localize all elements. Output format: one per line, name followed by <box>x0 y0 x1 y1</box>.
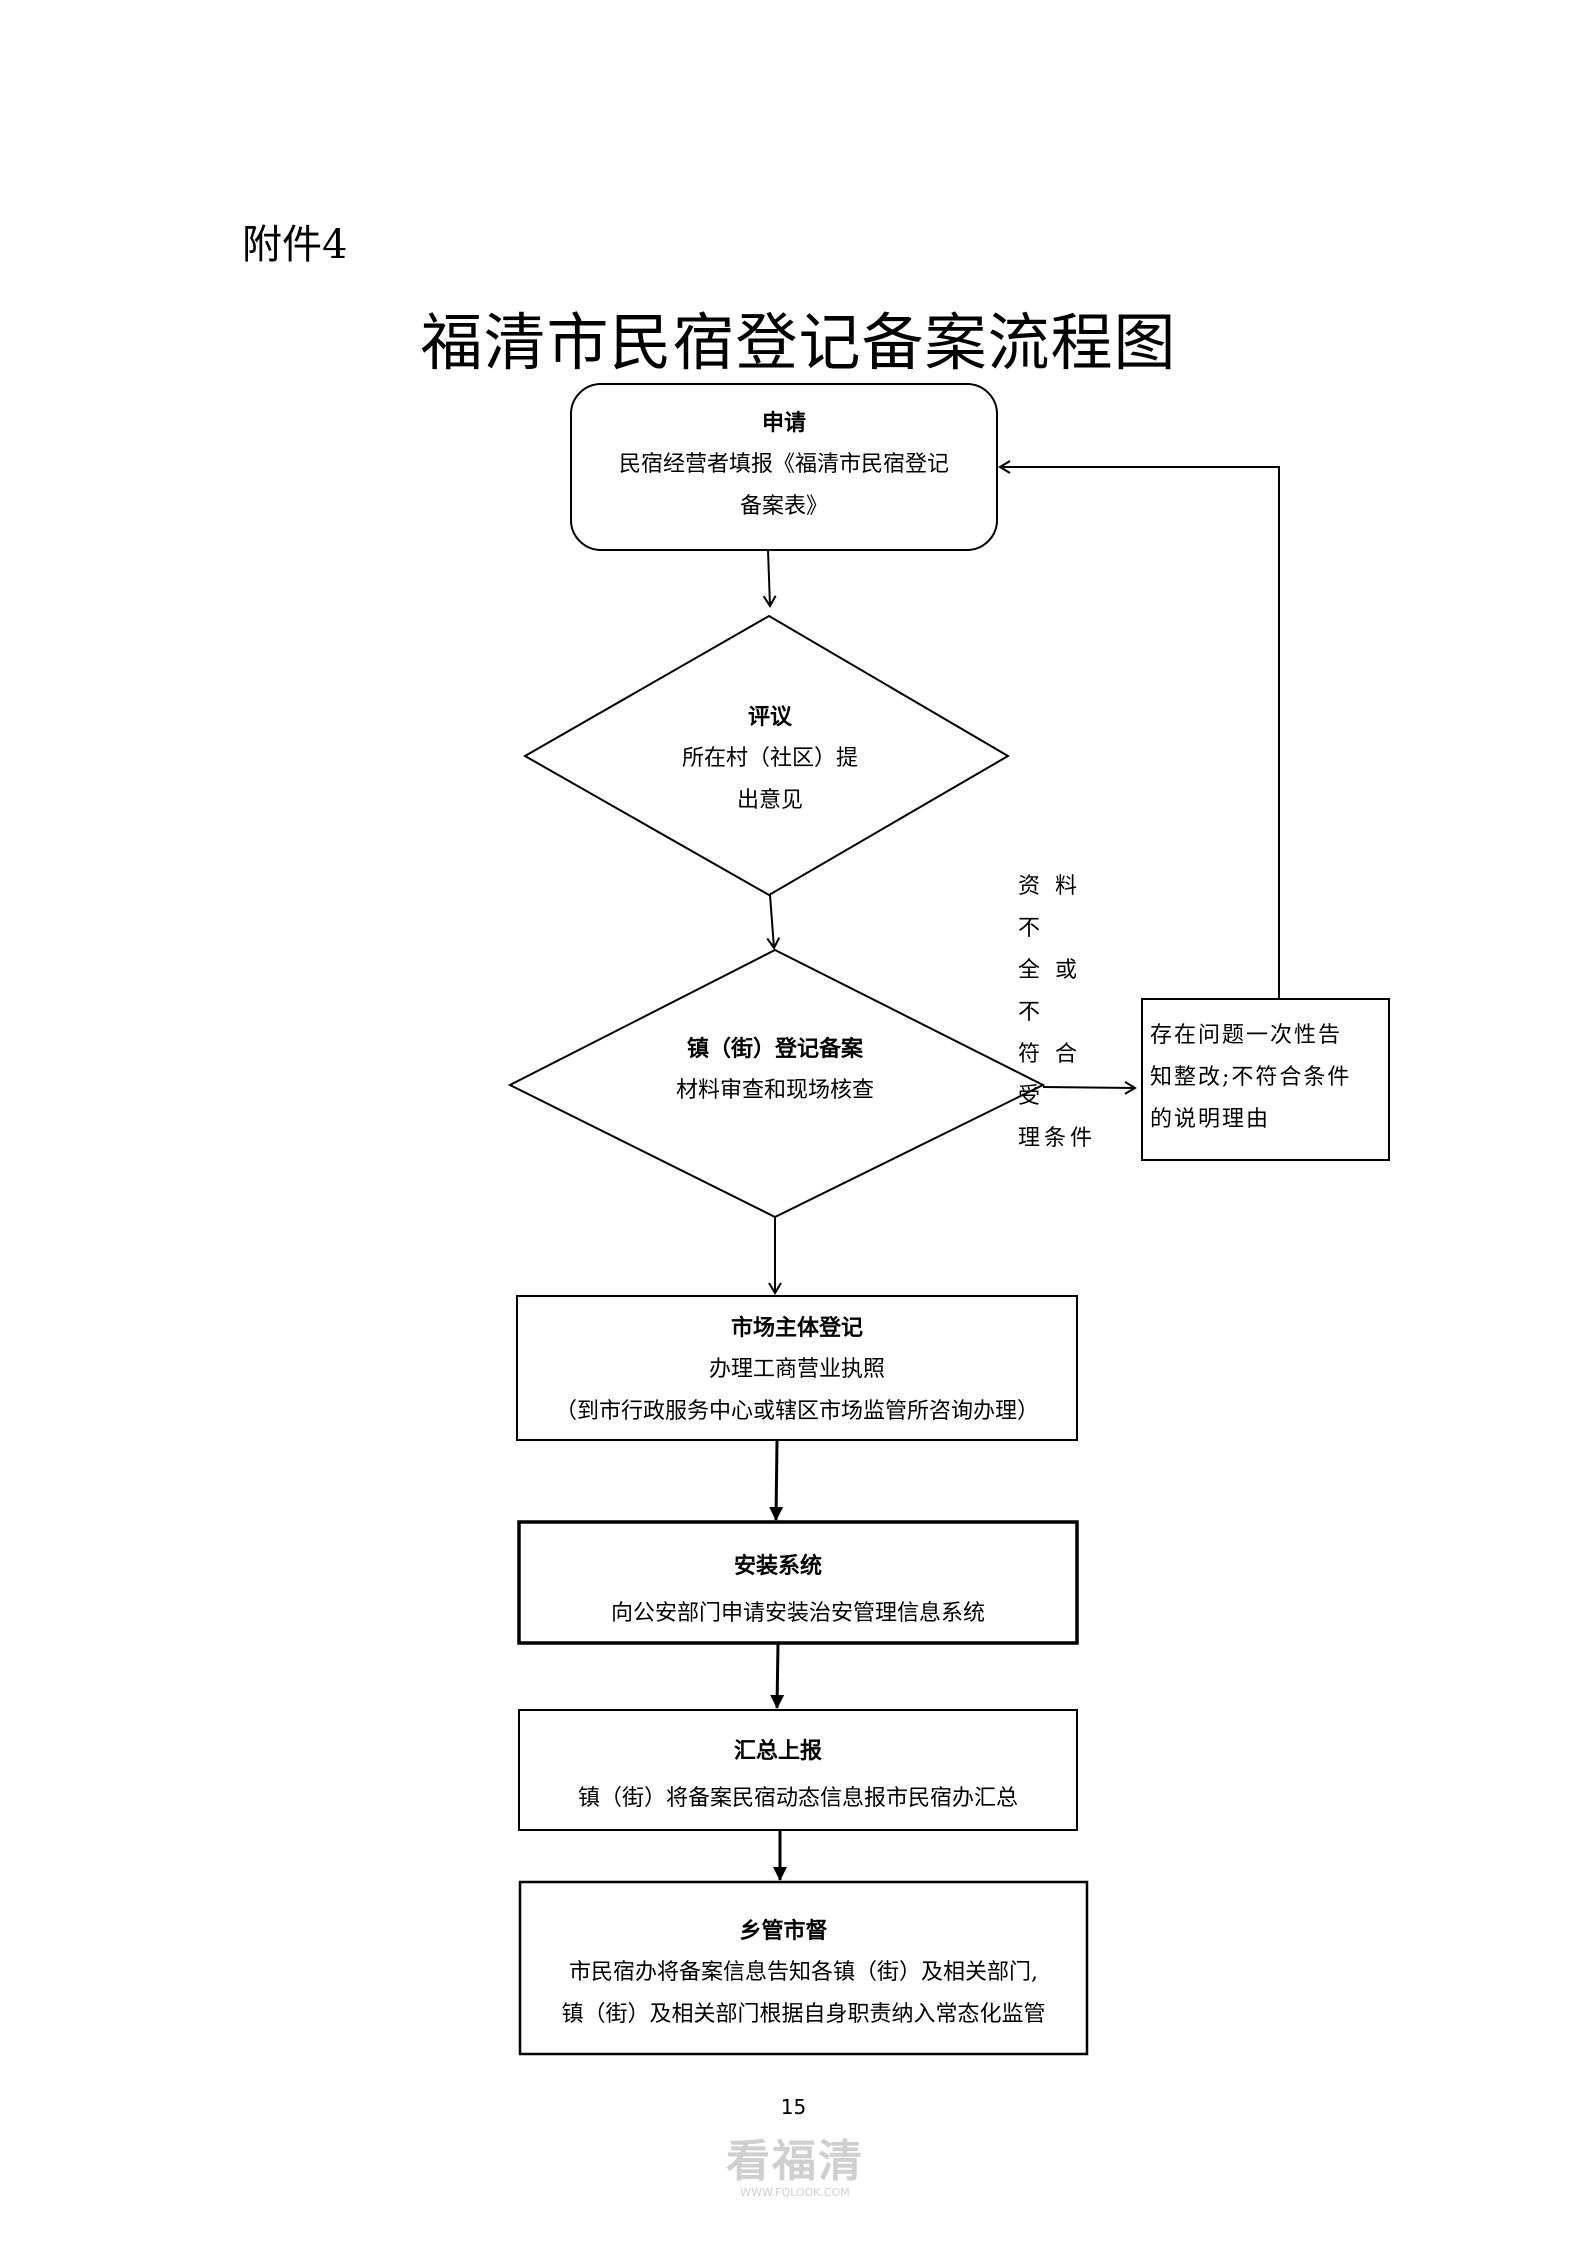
review-node-title: 评议 <box>747 704 792 730</box>
rejection-node-line-1: 存在问题一次性告 <box>1150 1023 1343 1048</box>
condition-label-line-4: 理条件 <box>1018 1126 1097 1151</box>
summary-node-line-1: 镇（街）将备案民宿动态信息报市民宿办汇总 <box>577 1786 1018 1811</box>
condition-label-line-1: 资 料 不 <box>1018 874 1081 941</box>
arrow-rejection-to-apply <box>998 460 1280 999</box>
apply-node-shape <box>570 383 998 551</box>
watermark-url: WWW.FQLOOK.COM <box>740 2186 850 2199</box>
condition-label-line-3: 符 合 受 <box>1018 1042 1081 1109</box>
rejection-node-line-2: 知整改;不符合条件 <box>1150 1065 1352 1090</box>
arrow-market-to-install <box>769 1439 784 1521</box>
market-node: 市场主体登记 办理工商营业执照 （到市行政服务中心或辖区市场监管所咨询办理） <box>517 1307 1077 1433</box>
apply-node-line-1: 民宿经营者填报《福清市民宿登记 <box>618 452 949 477</box>
market-node-line-1: 办理工商营业执照 <box>708 1357 885 1382</box>
summary-node: 汇总上报 镇（街）将备案民宿动态信息报市民宿办汇总 <box>519 1730 1077 1820</box>
install-node-line-1: 向公安部门申请安装治安管理信息系统 <box>610 1601 985 1626</box>
summary-node-title: 汇总上报 <box>733 1738 822 1764</box>
rejection-node-line-3: 的说明理由 <box>1150 1107 1271 1132</box>
rejection-node: 存在问题一次性告 知整改;不符合条件 的说明理由 <box>1150 1008 1390 1148</box>
page-number: 15 <box>780 2095 807 2119</box>
supervise-node-line-2: 镇（街）及相关部门根据自身职责纳入常态化监管 <box>561 2002 1046 2027</box>
install-node: 安装系统 向公安部门申请安装治安管理信息系统 <box>519 1545 1077 1635</box>
arrow-apply-to-review <box>762 549 777 608</box>
watermark: 看福清 WWW.FQLOOK.COM <box>725 2138 865 2200</box>
filing-node-line-1: 材料审查和现场核查 <box>675 1078 874 1103</box>
install-node-title: 安装系统 <box>733 1553 822 1579</box>
filing-node: 镇（街）登记备案 材料审查和现场核查 <box>610 1025 940 1115</box>
condition-label: 资 料 不 全 或 不 符 合 受 理条件 <box>1018 866 1110 1160</box>
arrow-install-to-summary <box>770 1642 785 1709</box>
arrow-review-to-filing <box>766 894 781 950</box>
watermark-name: 看福清 <box>726 2136 864 2187</box>
condition-label-line-2: 全 或 不 <box>1018 958 1081 1025</box>
rejection-node-shape <box>1141 998 1390 1161</box>
supervise-node-line-1: 市民宿办将备案信息告知各镇（街）及相关部门, <box>569 1960 1038 1985</box>
review-node-shape <box>522 614 1010 897</box>
apply-node: 申请 民宿经营者填报《福清市民宿登记 备案表》 <box>571 400 997 530</box>
market-node-shape <box>516 1295 1078 1441</box>
annex-label: 附件4 <box>242 222 348 268</box>
market-node-line-2: （到市行政服务中心或辖区市场监管所咨询办理） <box>554 1399 1039 1424</box>
apply-node-line-2: 备案表》 <box>739 494 828 519</box>
summary-node-shape <box>518 1709 1078 1831</box>
filing-node-title: 镇（街）登记备案 <box>686 1036 863 1062</box>
review-node-line-1: 所在村（社区）提 <box>681 746 858 771</box>
apply-node-title: 申请 <box>761 410 806 436</box>
supervise-node-shape <box>518 1880 1089 2056</box>
install-node-shape <box>517 1520 1079 1645</box>
arrow-filing-to-rejection <box>1042 1081 1137 1095</box>
review-node-line-2: 出意见 <box>736 788 803 813</box>
market-node-title: 市场主体登记 <box>730 1315 863 1341</box>
page-title: 福清市民宿登记备案流程图 <box>420 306 1177 379</box>
supervise-node: 乡管市督 市民宿办将备案信息告知各镇（街）及相关部门, 镇（街）及相关部门根据自… <box>520 1900 1087 2046</box>
supervise-node-title: 乡管市督 <box>739 1918 828 1944</box>
review-node: 评议 所在村（社区）提 出意见 <box>620 694 920 824</box>
